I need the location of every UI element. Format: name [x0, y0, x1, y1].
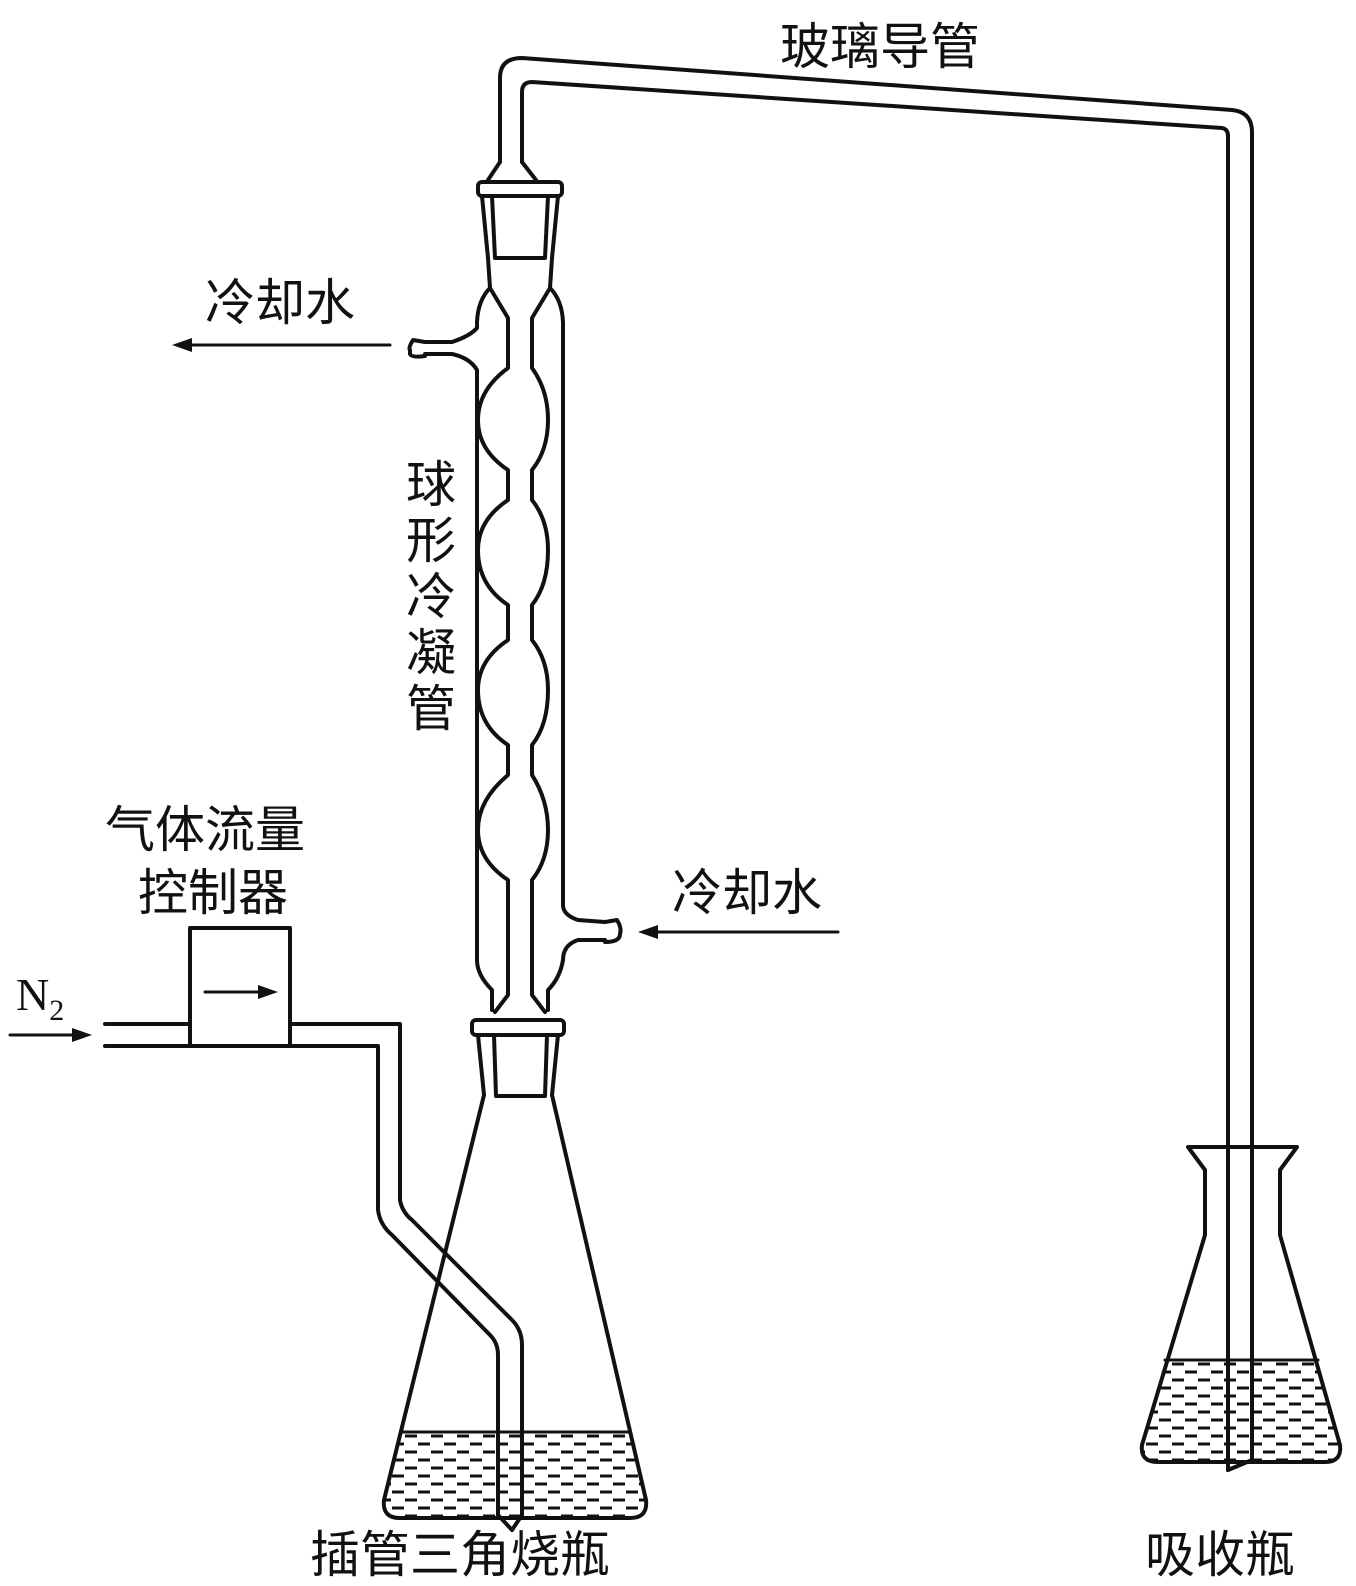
flow-controller-label-line1: 气体流量 [105, 801, 305, 859]
bulb-condenser [407, 286, 623, 1014]
absorption-bottle-label: 吸收瓶 [1145, 1526, 1295, 1584]
absorption-bottle [1139, 1145, 1343, 1472]
condenser-top-joint [476, 160, 564, 290]
nitrogen-symbol: N [16, 969, 50, 1020]
flask-joint [470, 1018, 566, 1098]
nitrogen-flow-arrow [8, 1028, 92, 1042]
reaction-flask [381, 1093, 649, 1520]
reaction-flask-label: 插管三角烧瓶 [310, 1526, 610, 1584]
nitrogen-inlet-tube [103, 1022, 524, 1532]
glass-tube [498, 56, 1254, 1472]
glass-tube-label: 玻璃导管 [780, 18, 980, 76]
nitrogen-label: N2 [16, 972, 64, 1026]
flow-controller-label-line2: 控制器 [138, 864, 288, 922]
flow-arrow-icon [258, 985, 278, 999]
cooling-water-out-label: 冷却水 [205, 274, 355, 332]
cooling-water-in-label: 冷却水 [672, 864, 822, 922]
nitrogen-subscript: 2 [49, 994, 65, 1028]
condenser-label: 球形冷凝管 [398, 458, 456, 738]
cooling-water-in-arrow [638, 925, 840, 939]
gas-flow-controller [188, 926, 292, 1048]
cooling-water-out-arrow [172, 338, 392, 352]
